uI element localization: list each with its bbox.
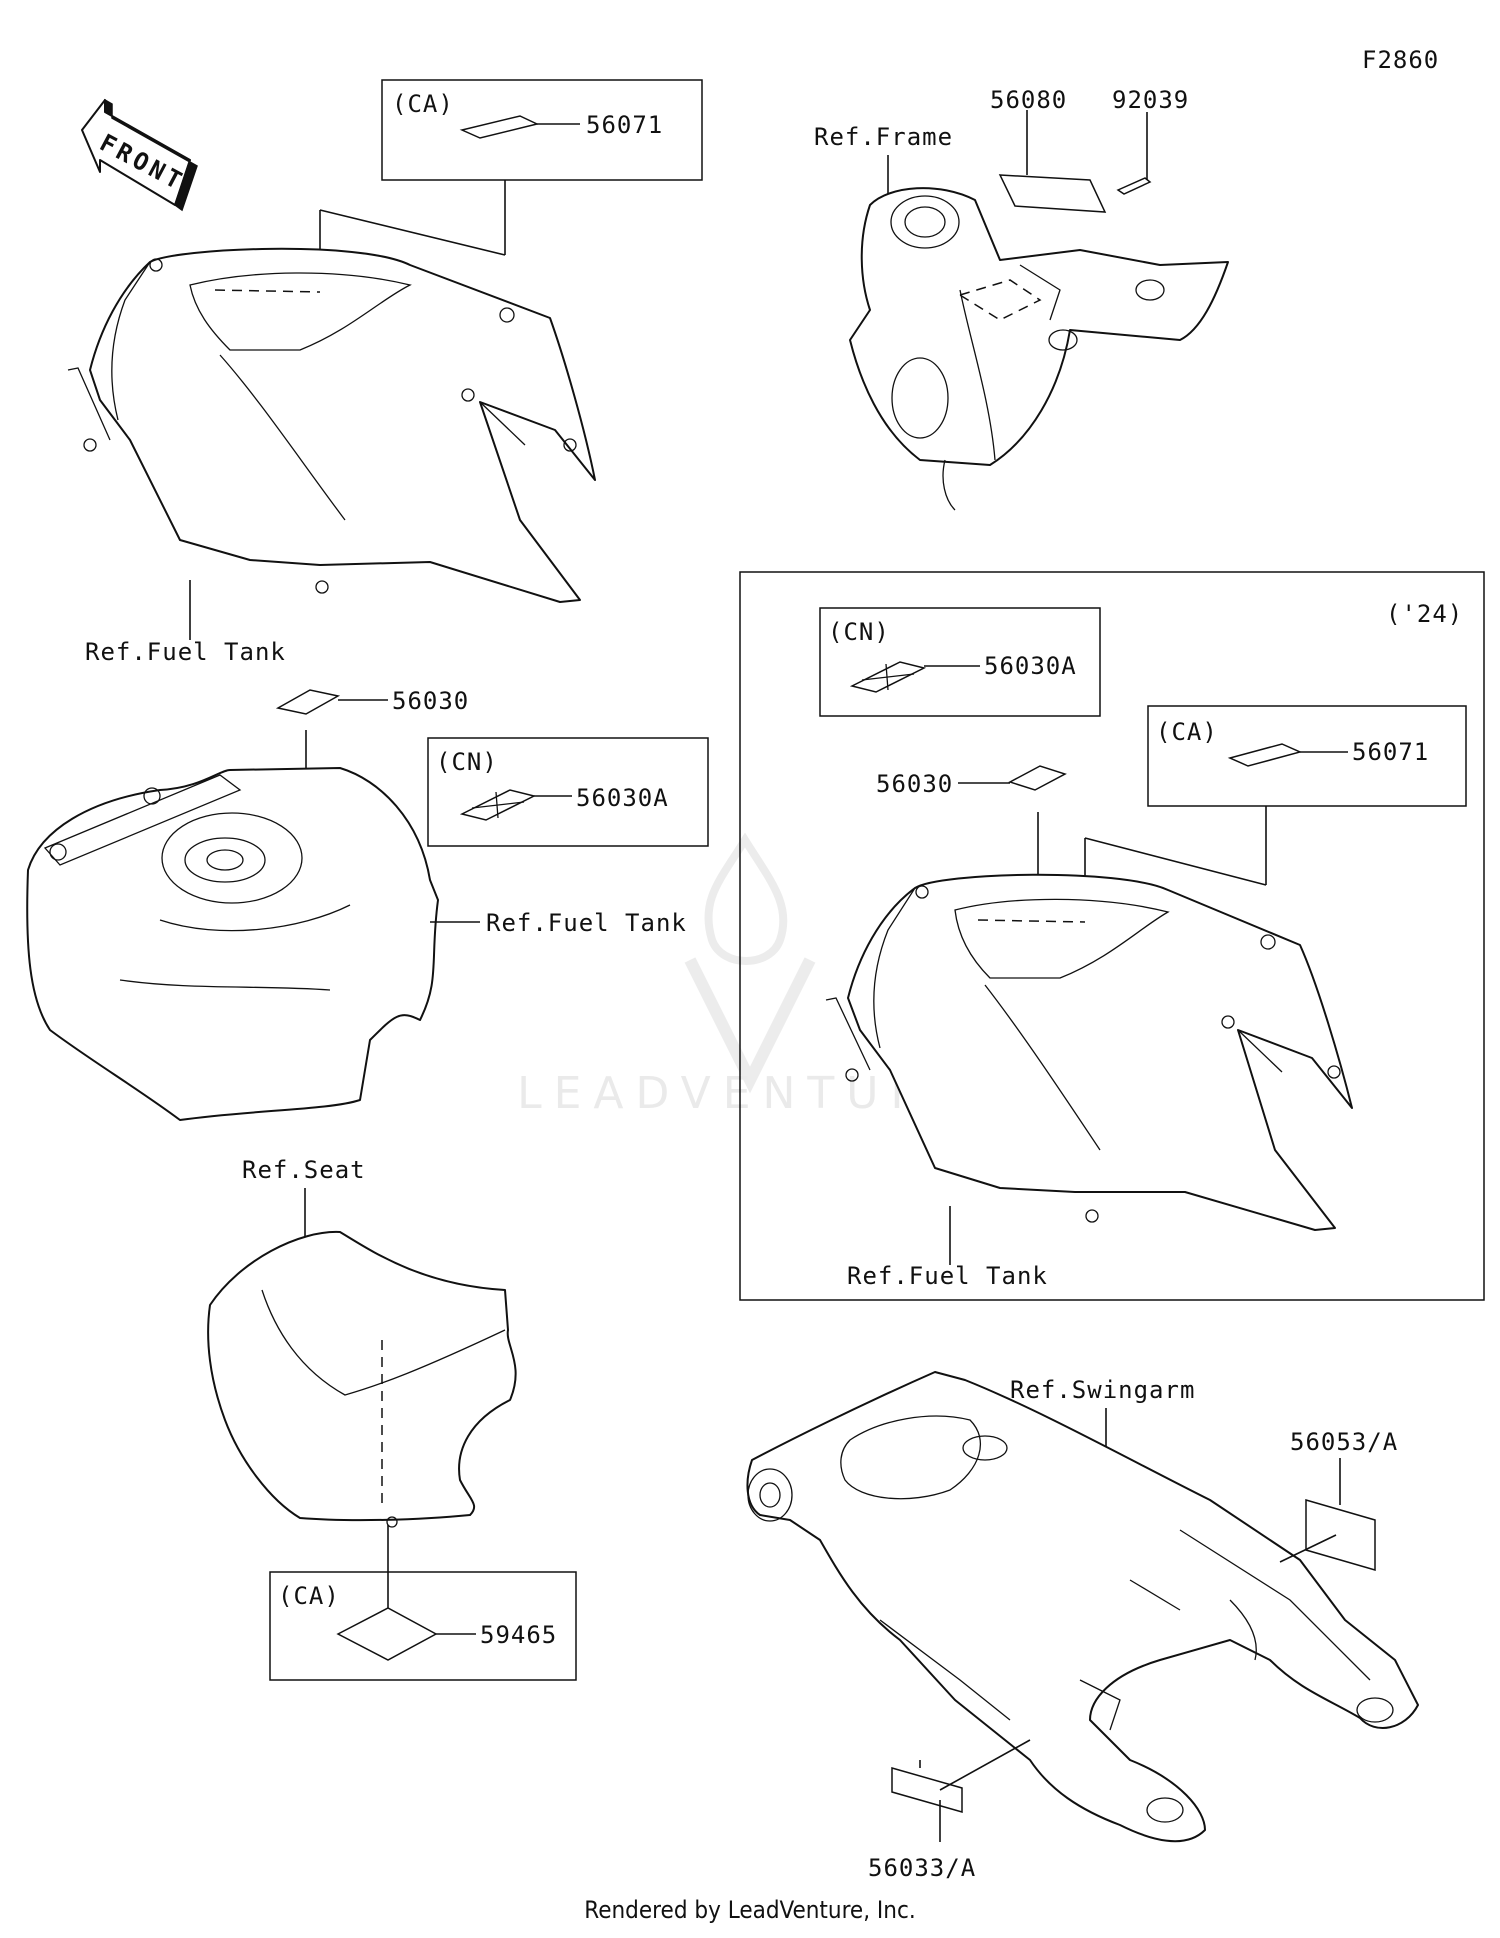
qualifier-cn-2: (CN) [828,618,890,646]
decal-56033 [891,1767,963,1813]
swingarm-group: Ref.Swingarm 56053/A 56033/A [746,1371,1419,1882]
frame-group: 56080 92039 Ref.Frame [814,86,1229,511]
cn-box-2 [819,607,1101,717]
decal-56030-b [1008,765,1067,791]
decal-56071-b [1227,743,1303,767]
ref-seat: Ref.Seat [242,1156,366,1184]
part-56071-b: 56071 [1352,738,1429,766]
part-59465: 59465 [480,1621,557,1649]
ca-box-2 [1147,705,1467,807]
part-92039: 92039 [1112,86,1189,114]
figure-code: F2860 [1362,46,1439,74]
part-56030a-a: 56030A [576,784,669,812]
seat-group: Ref.Seat (CA) 59465 [207,1156,577,1681]
part-56071-a: 56071 [586,111,663,139]
decal-56030-a [275,689,341,715]
decal-56053 [1305,1499,1376,1571]
decal-56080 [998,174,1107,213]
bolt-92039 [1116,177,1152,195]
decal-59465 [336,1607,438,1661]
ca-box-1 [381,79,703,181]
front-arrow-icon: FRONT [81,98,198,212]
qualifier-year-24: ('24) [1386,600,1463,628]
fuel-tank-cover-group: (CA) 56071 Ref.Fuel Tank [67,79,703,666]
ca-box-3 [269,1571,577,1681]
part-56080: 56080 [990,86,1067,114]
qualifier-ca-3: (CA) [278,1582,340,1610]
part-56033: 56033/A [868,1854,976,1882]
ref-swingarm: Ref.Swingarm [1010,1376,1195,1404]
ref-fuel-tank-2: Ref.Fuel Tank [486,909,687,937]
ref-fuel-tank-3: Ref.Fuel Tank [847,1262,1048,1290]
fuel-tank [26,767,439,1121]
fuel-tank-cover-2 [847,873,1353,1231]
qualifier-cn-1: (CN) [436,748,498,776]
ref-fuel-tank-1: Ref.Fuel Tank [85,638,286,666]
ref-frame: Ref.Frame [814,123,953,151]
decal-56071-a [459,115,540,139]
year-24-group: ('24) (CN) 56030A (CA) 56071 56030 [739,571,1485,1301]
swingarm [746,1371,1419,1843]
qualifier-ca-1: (CA) [392,90,454,118]
part-56030-b: 56030 [876,770,953,798]
seat [207,1230,517,1522]
fuel-tank-group: 56030 (CN) 56030A Ref.Fuel Tank [26,687,709,1121]
footer-credit: Rendered by LeadVenture, Inc. [584,1896,916,1924]
part-56053: 56053/A [1290,1428,1398,1456]
watermark-text: LEADVENTURE [517,1068,973,1119]
part-56030a-b: 56030A [984,652,1077,680]
part-56030-a: 56030 [392,687,469,715]
qualifier-ca-2: (CA) [1156,718,1218,746]
watermark: LEADVENTURE [517,832,973,1119]
frame [849,187,1229,466]
cn-box-1 [427,737,709,847]
year-24-box [739,571,1485,1301]
fuel-tank-cover-1 [89,247,596,603]
